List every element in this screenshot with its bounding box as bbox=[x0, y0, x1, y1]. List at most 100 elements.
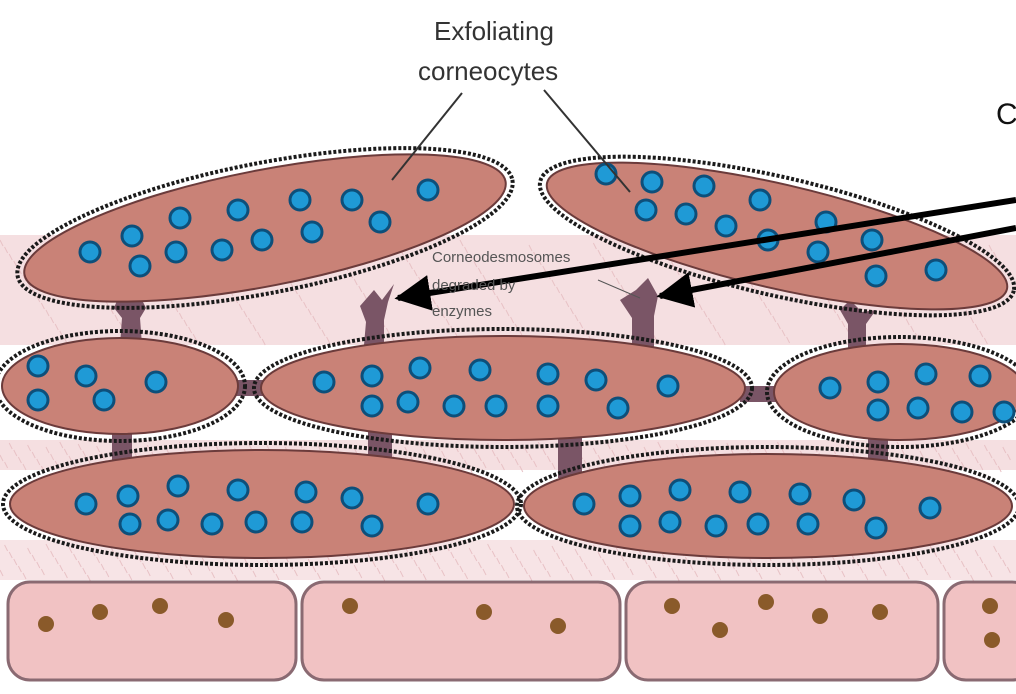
nucleus bbox=[28, 356, 48, 376]
granule bbox=[38, 616, 54, 632]
nucleus bbox=[470, 360, 490, 380]
nucleus bbox=[410, 358, 430, 378]
degraded-label-line2: degraded by bbox=[432, 277, 516, 294]
nucleus bbox=[342, 190, 362, 210]
corneocyte-cells bbox=[0, 116, 1016, 565]
nucleus bbox=[120, 514, 140, 534]
cell-body bbox=[774, 344, 1016, 440]
nucleus bbox=[586, 370, 606, 390]
nucleus bbox=[694, 176, 714, 196]
nucleus bbox=[908, 398, 928, 418]
nucleus bbox=[130, 256, 150, 276]
nucleus bbox=[596, 164, 616, 184]
nucleus bbox=[706, 516, 726, 536]
nucleus bbox=[122, 226, 142, 246]
basal-cell bbox=[302, 582, 620, 680]
nucleus bbox=[290, 190, 310, 210]
granule bbox=[812, 608, 828, 624]
nucleus bbox=[212, 240, 232, 260]
granule bbox=[872, 604, 888, 620]
nucleus bbox=[342, 488, 362, 508]
nucleus bbox=[620, 486, 640, 506]
nucleus bbox=[658, 376, 678, 396]
nucleus bbox=[228, 480, 248, 500]
granule bbox=[712, 622, 728, 638]
nucleus bbox=[444, 396, 464, 416]
nucleus bbox=[676, 204, 696, 224]
granule bbox=[664, 598, 680, 614]
exfoliating-label-line1: Exfoliating bbox=[434, 16, 554, 46]
nucleus bbox=[398, 392, 418, 412]
nucleus bbox=[362, 516, 382, 536]
granule bbox=[342, 598, 358, 614]
granule bbox=[550, 618, 566, 634]
exfoliating-label-line2: corneocytes bbox=[418, 56, 558, 86]
nucleus bbox=[994, 402, 1014, 422]
granule bbox=[218, 612, 234, 628]
corneocyte bbox=[0, 331, 245, 441]
nucleus bbox=[820, 378, 840, 398]
nucleus bbox=[920, 498, 940, 518]
cropped-callout-label: C bbox=[996, 98, 1016, 131]
nucleus bbox=[926, 260, 946, 280]
nucleus bbox=[296, 482, 316, 502]
nucleus bbox=[158, 510, 178, 530]
degraded-label-line3: enzymes bbox=[432, 303, 492, 320]
nucleus bbox=[246, 512, 266, 532]
nucleus bbox=[862, 230, 882, 250]
nucleus bbox=[76, 494, 96, 514]
nucleus bbox=[916, 364, 936, 384]
nucleus bbox=[868, 372, 888, 392]
nucleus bbox=[636, 200, 656, 220]
nucleus bbox=[808, 242, 828, 262]
granule bbox=[982, 598, 998, 614]
nucleus bbox=[670, 480, 690, 500]
nucleus bbox=[418, 180, 438, 200]
nucleus bbox=[538, 396, 558, 416]
corneocyte bbox=[254, 329, 752, 447]
nucleus bbox=[170, 208, 190, 228]
nucleus bbox=[748, 514, 768, 534]
nucleus bbox=[80, 242, 100, 262]
nucleus bbox=[118, 486, 138, 506]
nucleus bbox=[970, 366, 990, 386]
basal-cell-row bbox=[8, 582, 1016, 680]
nucleus bbox=[252, 230, 272, 250]
nucleus bbox=[952, 402, 972, 422]
nucleus bbox=[730, 482, 750, 502]
nucleus bbox=[608, 398, 628, 418]
nucleus bbox=[28, 390, 48, 410]
nucleus bbox=[166, 242, 186, 262]
nucleus bbox=[660, 512, 680, 532]
nucleus bbox=[168, 476, 188, 496]
nucleus bbox=[302, 222, 322, 242]
nucleus bbox=[790, 484, 810, 504]
nucleus bbox=[370, 212, 390, 232]
nucleus bbox=[642, 172, 662, 192]
nucleus bbox=[716, 216, 736, 236]
granule bbox=[152, 598, 168, 614]
nucleus bbox=[866, 518, 886, 538]
nucleus bbox=[418, 494, 438, 514]
nucleus bbox=[314, 372, 334, 392]
nucleus bbox=[362, 396, 382, 416]
degraded-label-line1: Corneodesmosomes bbox=[432, 249, 570, 266]
nucleus bbox=[868, 400, 888, 420]
granule bbox=[984, 632, 1000, 648]
nucleus bbox=[750, 190, 770, 210]
nucleus bbox=[202, 514, 222, 534]
nucleus bbox=[362, 366, 382, 386]
nucleus bbox=[292, 512, 312, 532]
granule bbox=[758, 594, 774, 610]
nucleus bbox=[76, 366, 96, 386]
cell-body bbox=[2, 338, 238, 434]
nucleus bbox=[94, 390, 114, 410]
corneocyte bbox=[767, 337, 1016, 447]
granule bbox=[476, 604, 492, 620]
basal-cell bbox=[944, 582, 1016, 680]
granule bbox=[92, 604, 108, 620]
nucleus bbox=[866, 266, 886, 286]
nucleus bbox=[574, 494, 594, 514]
nucleus bbox=[486, 396, 506, 416]
